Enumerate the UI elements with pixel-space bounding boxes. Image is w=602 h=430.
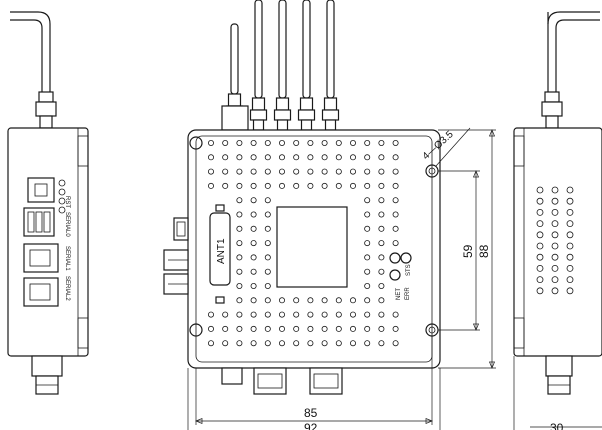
ant1-slot [209,212,231,286]
bottom-port-1 [253,367,287,395]
serial2-label: SERIAL2 [64,276,70,301]
dim-92: 92 [304,421,318,430]
serial0-label: SERIAL0 [64,212,70,237]
antenna-connector [323,97,338,111]
antenna-4 [302,0,311,99]
bottom-port-2 [309,367,343,395]
dim-59: 59 [461,244,475,258]
side-connector [173,217,189,241]
dim-30: 30 [550,421,564,430]
side-vent-grid [536,186,574,295]
led-sts [389,252,401,264]
ant1-label: ANT1 [216,238,227,264]
antenna-connector [275,97,290,111]
antenna-1 [230,23,239,95]
led-err [389,269,401,281]
antenna-5 [326,0,335,99]
led-net-label: NET [396,288,402,300]
label-area [276,206,348,288]
led-sts-label: STS [406,264,412,276]
antenna-3 [278,0,287,99]
dim-88: 88 [477,244,491,258]
antenna-connector [251,97,266,111]
rst-label: RST [64,196,70,208]
dim-85: 85 [304,406,318,420]
right-side-view: 30 [513,11,602,430]
vent-grid [207,139,399,347]
left-side-view: RST SERIAL0 SERIAL1 SERIAL2 [7,11,89,395]
front-view: ANT1 NET ERR STS 85 92 [163,0,496,430]
led-err-label: ERR [405,287,411,300]
serial1-label: SERIAL1 [64,246,70,271]
antenna-connector [227,93,242,107]
antenna-2 [254,0,263,99]
antenna-connector [299,97,314,111]
